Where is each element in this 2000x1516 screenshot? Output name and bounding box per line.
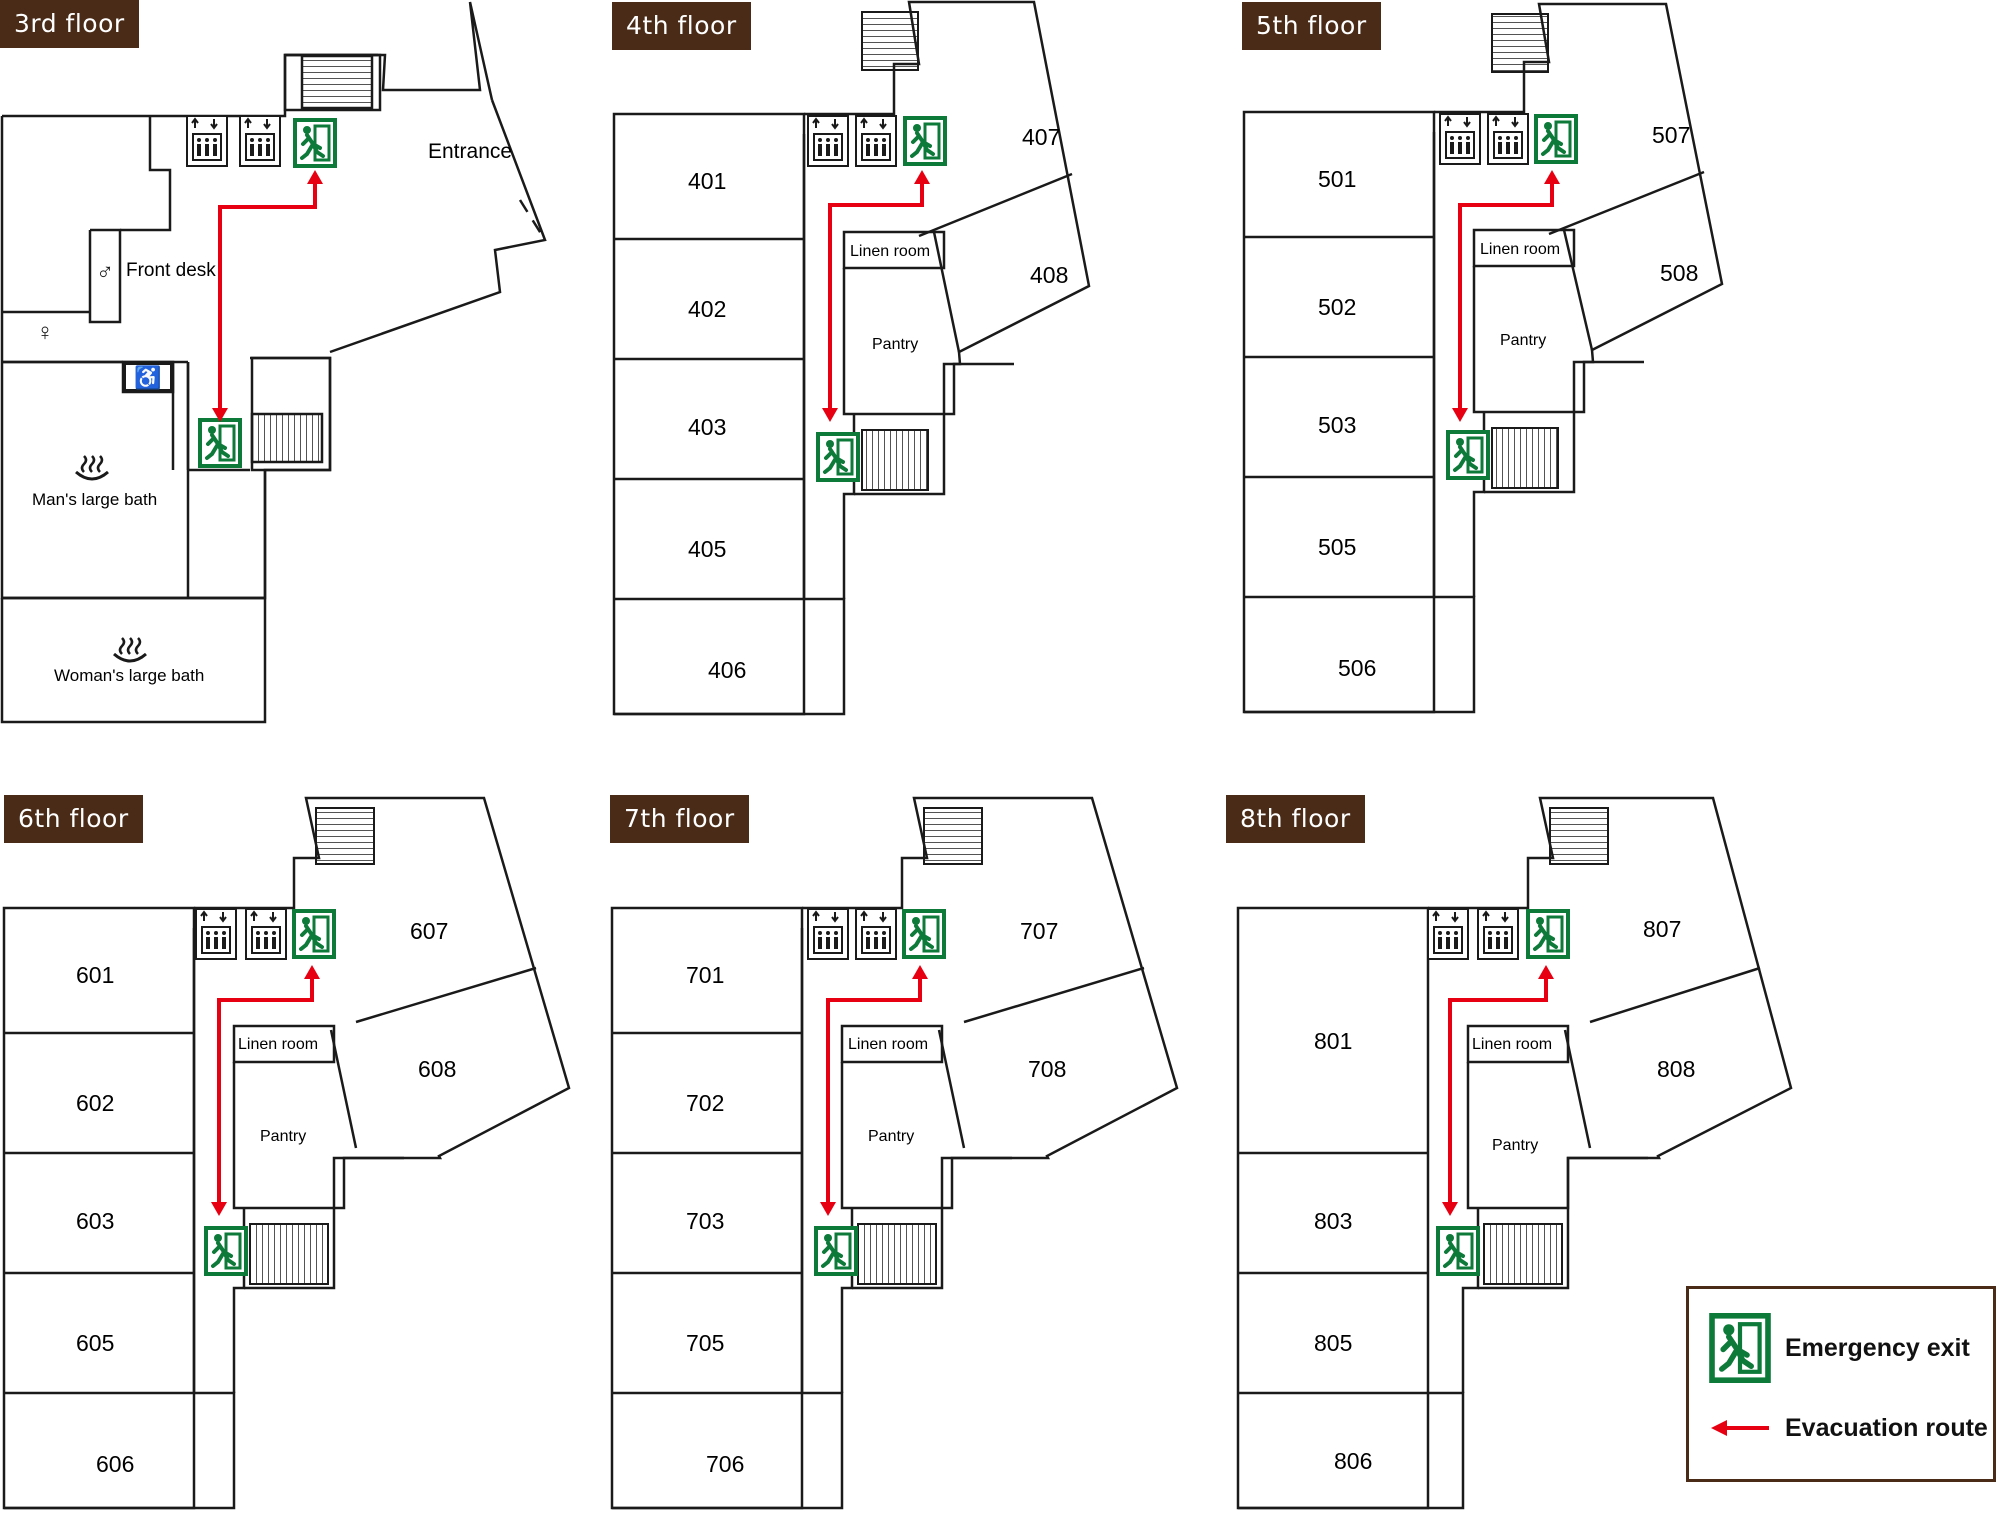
- room-403: 403: [688, 414, 727, 440]
- room-601: 601: [76, 962, 115, 988]
- room-801: 801: [1314, 1028, 1353, 1054]
- room-506: 506: [1338, 655, 1377, 681]
- floor-7-title: 7th floor: [610, 795, 749, 843]
- room-805: 805: [1314, 1330, 1353, 1356]
- entrance-label: Entrance: [428, 140, 513, 163]
- room-606: 606: [96, 1451, 135, 1477]
- pantry-4: Pantry: [872, 336, 919, 353]
- floor-3-title: 3rd floor: [0, 0, 139, 48]
- floor-3-plan: [0, 1, 547, 724]
- room-508: 508: [1660, 260, 1699, 286]
- room-705: 705: [686, 1330, 725, 1356]
- room-502: 502: [1318, 294, 1357, 320]
- room-706: 706: [706, 1451, 745, 1477]
- pantry-8: Pantry: [1492, 1137, 1539, 1154]
- room-707: 707: [1020, 918, 1059, 944]
- floor-8-plan: [1236, 796, 1793, 1510]
- room-406: 406: [708, 657, 747, 683]
- room-503: 503: [1318, 412, 1357, 438]
- front-desk-label: Front desk: [126, 260, 216, 281]
- legend-route-label: Evacuation route: [1785, 1413, 1988, 1442]
- woman-bath-label: Woman's large bath: [54, 666, 205, 685]
- svg-text:♿: ♿: [134, 365, 161, 390]
- linen-room-6: Linen room: [238, 1036, 319, 1053]
- linen-room-4: Linen room: [850, 243, 931, 260]
- room-605: 605: [76, 1330, 115, 1356]
- legend-exit-label: Emergency exit: [1785, 1333, 1970, 1362]
- svg-text:♀: ♀: [36, 319, 54, 346]
- floor-5-title: 5th floor: [1242, 2, 1381, 50]
- room-608: 608: [418, 1056, 457, 1082]
- room-701: 701: [686, 962, 725, 988]
- man-bath-label: Man's large bath: [32, 490, 158, 509]
- floor-5-plan: [1242, 2, 1724, 714]
- legend-exit-row: Emergency exit: [1709, 1313, 1970, 1383]
- legend-route-row: Evacuation route: [1709, 1413, 1988, 1443]
- floor-4-title: 4th floor: [612, 2, 751, 50]
- room-807: 807: [1643, 916, 1682, 942]
- room-607: 607: [410, 918, 449, 944]
- floor-6-title: 6th floor: [4, 795, 143, 843]
- exit-icon: [291, 116, 339, 170]
- room-408: 408: [1030, 262, 1069, 288]
- floor-6-plan: [2, 796, 571, 1510]
- floor-7-plan: [610, 796, 1179, 1510]
- linen-room-8: Linen room: [1472, 1036, 1553, 1053]
- pantry-6: Pantry: [260, 1128, 307, 1145]
- room-507: 507: [1652, 122, 1691, 148]
- room-505: 505: [1318, 534, 1357, 560]
- linen-room-7: Linen room: [848, 1036, 929, 1053]
- room-702: 702: [686, 1090, 725, 1116]
- room-407: 407: [1022, 124, 1061, 150]
- room-806: 806: [1334, 1448, 1373, 1474]
- svg-text:♂: ♂: [96, 259, 114, 286]
- room-401: 401: [688, 168, 727, 194]
- linen-room-5: Linen room: [1480, 241, 1561, 258]
- room-803: 803: [1314, 1208, 1353, 1234]
- evacuation-arrow-icon: [1711, 1420, 1769, 1436]
- emergency-exit-icon: [1709, 1313, 1771, 1383]
- room-402: 402: [688, 296, 727, 322]
- pantry-7: Pantry: [868, 1128, 915, 1145]
- room-405: 405: [688, 536, 727, 562]
- room-708: 708: [1028, 1056, 1067, 1082]
- room-703: 703: [686, 1208, 725, 1234]
- legend: Emergency exit Evacuation route: [1686, 1286, 1996, 1482]
- room-501: 501: [1318, 166, 1357, 192]
- floor-4-plan: [612, 0, 1091, 716]
- room-808: 808: [1657, 1056, 1696, 1082]
- pantry-5: Pantry: [1500, 332, 1547, 349]
- floor-8-title: 8th floor: [1226, 795, 1365, 843]
- room-602: 602: [76, 1090, 115, 1116]
- room-603: 603: [76, 1208, 115, 1234]
